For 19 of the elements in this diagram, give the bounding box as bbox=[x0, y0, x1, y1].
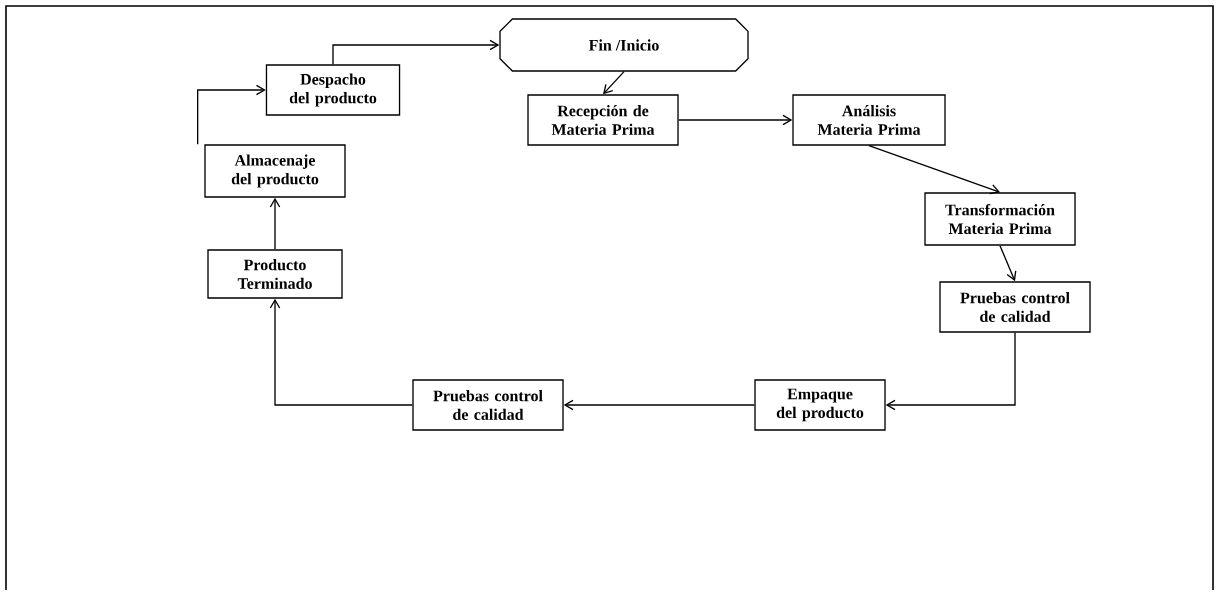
process-box: Transformación Materia Prima bbox=[924, 192, 1076, 246]
arrow bbox=[885, 332, 1016, 411]
process-box: Pruebas control de calidad bbox=[412, 379, 564, 431]
arrow bbox=[269, 298, 413, 406]
arrow bbox=[603, 71, 625, 95]
process-box: Recepción de Materia Prima bbox=[527, 94, 679, 146]
process-box: Análisis Materia Prima bbox=[792, 94, 946, 146]
process-box: Almacenaje del producto bbox=[204, 144, 346, 198]
arrow bbox=[269, 197, 281, 250]
process-box: Pruebas control de calidad bbox=[939, 281, 1091, 333]
arrow bbox=[563, 399, 755, 411]
arrow bbox=[868, 145, 1000, 195]
arrow bbox=[332, 39, 500, 65]
process-box: Empaque del producto bbox=[754, 379, 886, 431]
process-box: Despacho del producto bbox=[265, 64, 401, 116]
process-box: Producto Terminado bbox=[207, 249, 343, 299]
arrow bbox=[197, 84, 266, 145]
arrow bbox=[678, 114, 793, 126]
arrow bbox=[999, 245, 1017, 282]
